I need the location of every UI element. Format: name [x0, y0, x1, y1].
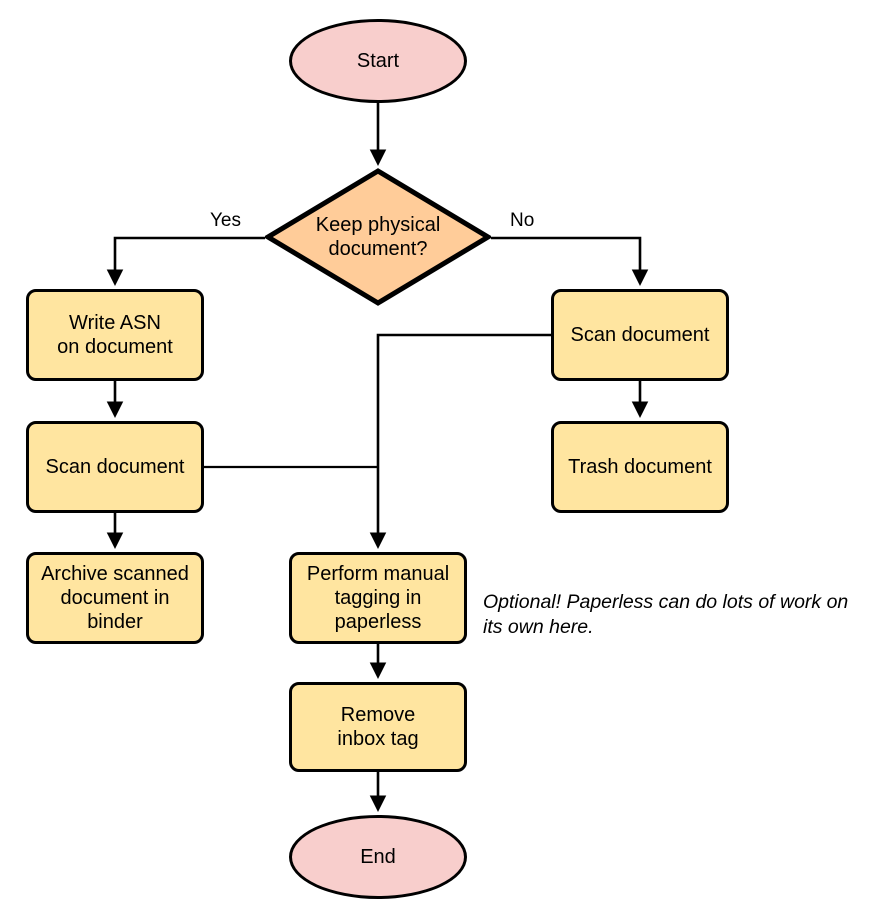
node-trash-document-label: Trash document: [568, 456, 712, 478]
diamond-shape: [265, 168, 491, 306]
optional-note: Optional! Paperless can do lots of work …: [483, 591, 849, 638]
node-end-label: End: [360, 846, 396, 868]
node-trash-document[interactable]: Trash document: [551, 421, 729, 513]
edge-decision-to-scan-right: [491, 236, 649, 287]
edge-label-no: No: [510, 210, 535, 231]
node-write-asn-label: Write ASN on document: [57, 312, 173, 358]
node-perform-manual-tagging[interactable]: Perform manual tagging in paperless: [289, 552, 467, 644]
node-scan-document-left[interactable]: Scan document: [26, 421, 204, 513]
edge-decision-to-write-asn: [106, 236, 265, 287]
node-archive-scanned-document-label: Archive scanned document in binder: [41, 563, 189, 633]
node-start-label: Start: [356, 50, 400, 72]
node-scan-document-right-label: Scan document: [570, 324, 710, 346]
node-perform-manual-tagging-label: Perform manual tagging in paperless: [306, 563, 450, 633]
node-scan-document-left-label: Scan document: [45, 456, 185, 478]
node-archive-scanned-document[interactable]: Archive scanned document in binder: [26, 552, 204, 644]
node-end[interactable]: End: [289, 815, 467, 899]
node-keep-physical-document[interactable]: Keep physical document?: [265, 168, 491, 306]
node-scan-document-right[interactable]: Scan document: [551, 289, 729, 381]
node-remove-inbox-tag-label: Remove inbox tag: [337, 704, 419, 750]
node-remove-inbox-tag[interactable]: Remove inbox tag: [289, 682, 467, 772]
edge-label-yes: Yes: [210, 210, 241, 231]
node-start[interactable]: Start: [289, 19, 467, 103]
node-keep-physical-document-label: Keep physical document?: [315, 214, 441, 260]
node-write-asn[interactable]: Write ASN on document: [26, 289, 204, 381]
edge-scan-right-to-manual-tagging: [369, 333, 551, 550]
